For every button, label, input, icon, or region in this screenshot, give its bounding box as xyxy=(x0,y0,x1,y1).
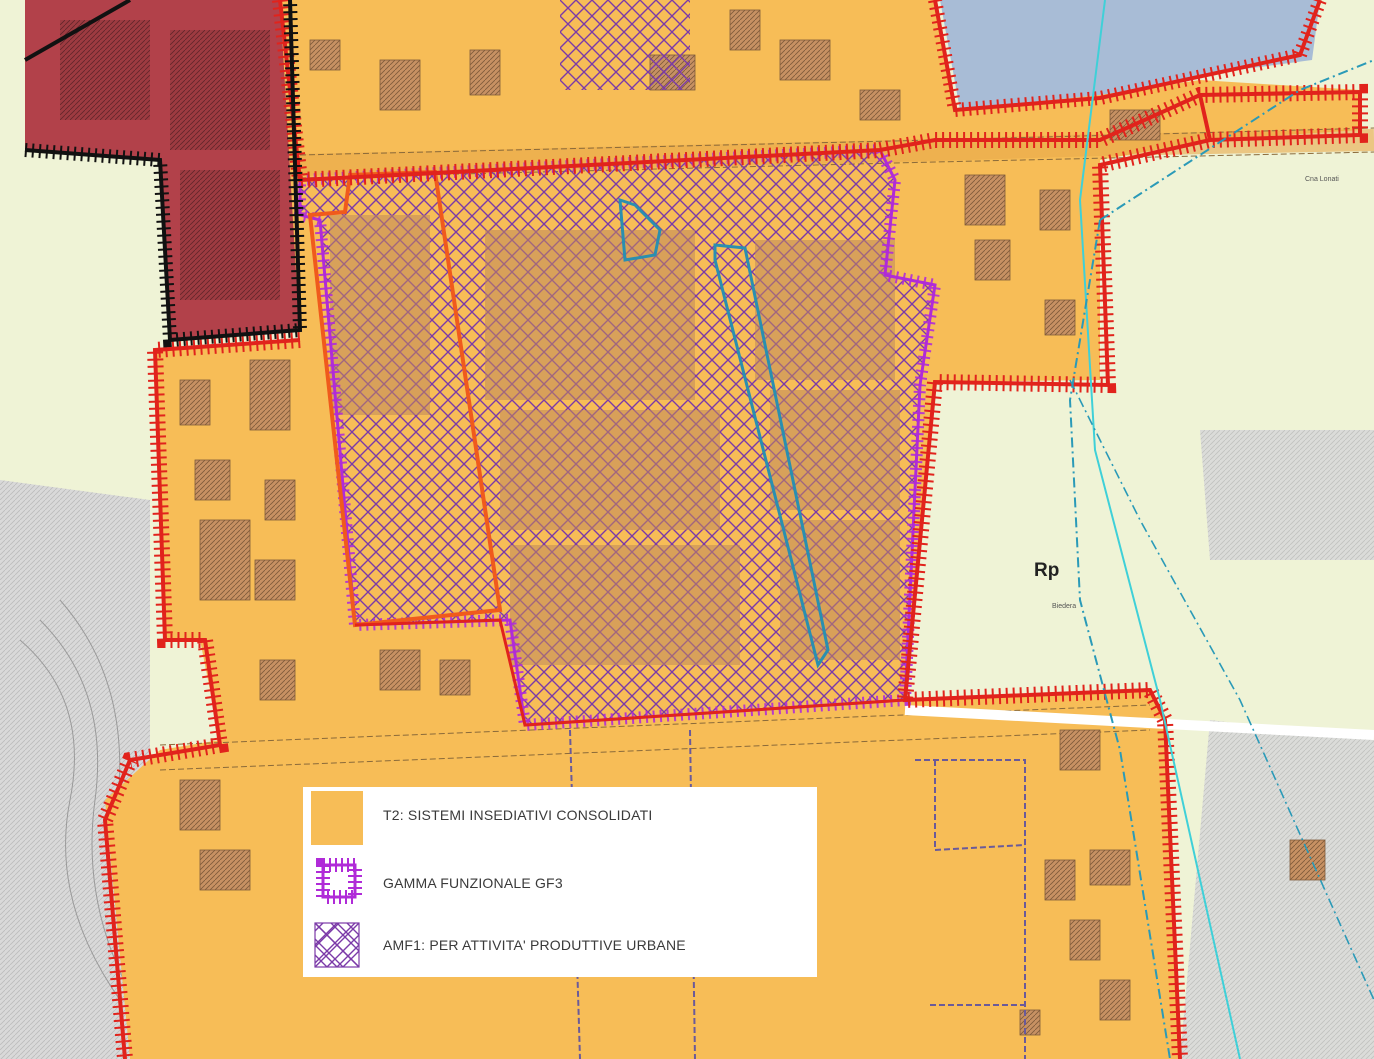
historic-boundary xyxy=(24,0,308,348)
legend-label-gf3: GAMMA FUNZIONALE GF3 xyxy=(383,875,563,891)
road-right xyxy=(904,705,1374,740)
historic-buildings xyxy=(60,20,280,300)
legend-item-gf3: GAMMA FUNZIONALE GF3 xyxy=(303,851,817,911)
legend-label-t2: T2: SISTEMI INSEDIATIVI CONSOLIDATI xyxy=(383,807,653,823)
cyan-line xyxy=(1078,0,1241,1059)
gf3-swatch-icon xyxy=(316,858,362,904)
place-label-biedera: Biedera xyxy=(1052,603,1077,610)
teal-dashed-line xyxy=(1068,59,1374,1059)
legend-label-amf1: AMF1: PER ATTIVITA' PRODUTTIVE URBANE xyxy=(383,937,686,953)
grey-area-right xyxy=(1180,430,1374,1059)
legend-item-amf1: AMF1: PER ATTIVITA' PRODUTTIVE URBANE xyxy=(303,915,817,975)
water-body xyxy=(940,0,1320,110)
place-label-cna-lonati: Cna Lonati xyxy=(1305,176,1339,183)
amf1-swatch-icon xyxy=(314,922,360,968)
amf1-buildings xyxy=(330,215,900,665)
t2-swatch-icon xyxy=(311,791,363,845)
amf1-productive-area-top xyxy=(560,0,690,90)
legend-item-t2: T2: SISTEMI INSEDIATIVI CONSOLIDATI xyxy=(303,787,817,847)
canal-small xyxy=(618,197,662,262)
zone-label-rp: Rp xyxy=(1034,560,1060,581)
canal-long xyxy=(713,243,830,669)
teal-dashed-line-2 xyxy=(1069,379,1374,1001)
map-legend: T2: SISTEMI INSEDIATIVI CONSOLIDATI GAMM… xyxy=(303,787,817,977)
main-road xyxy=(299,129,1374,176)
